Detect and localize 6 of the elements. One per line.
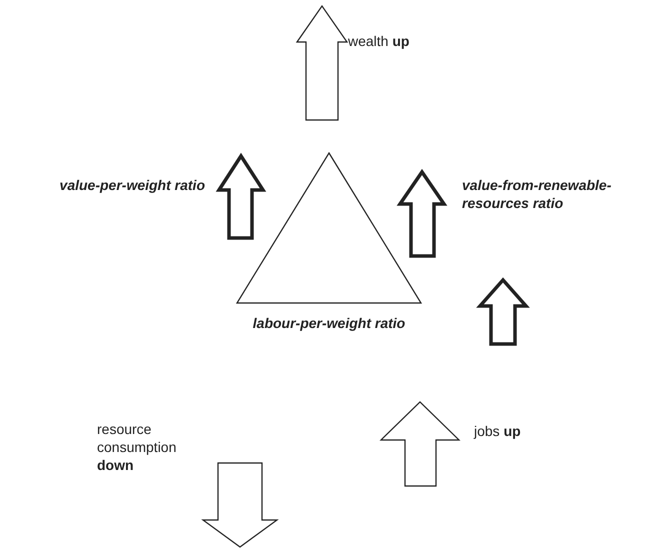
triangle-label: labour-per-weight ratio: [252, 314, 406, 332]
trend-label: resource consumption down: [97, 420, 178, 474]
ratio-label: value-per-weight ratio: [58, 176, 205, 194]
trend-label: jobs up: [474, 422, 522, 440]
trend-label: wealth up: [348, 32, 410, 50]
ratio-label: value-from-renewable-resources ratio: [462, 176, 612, 212]
